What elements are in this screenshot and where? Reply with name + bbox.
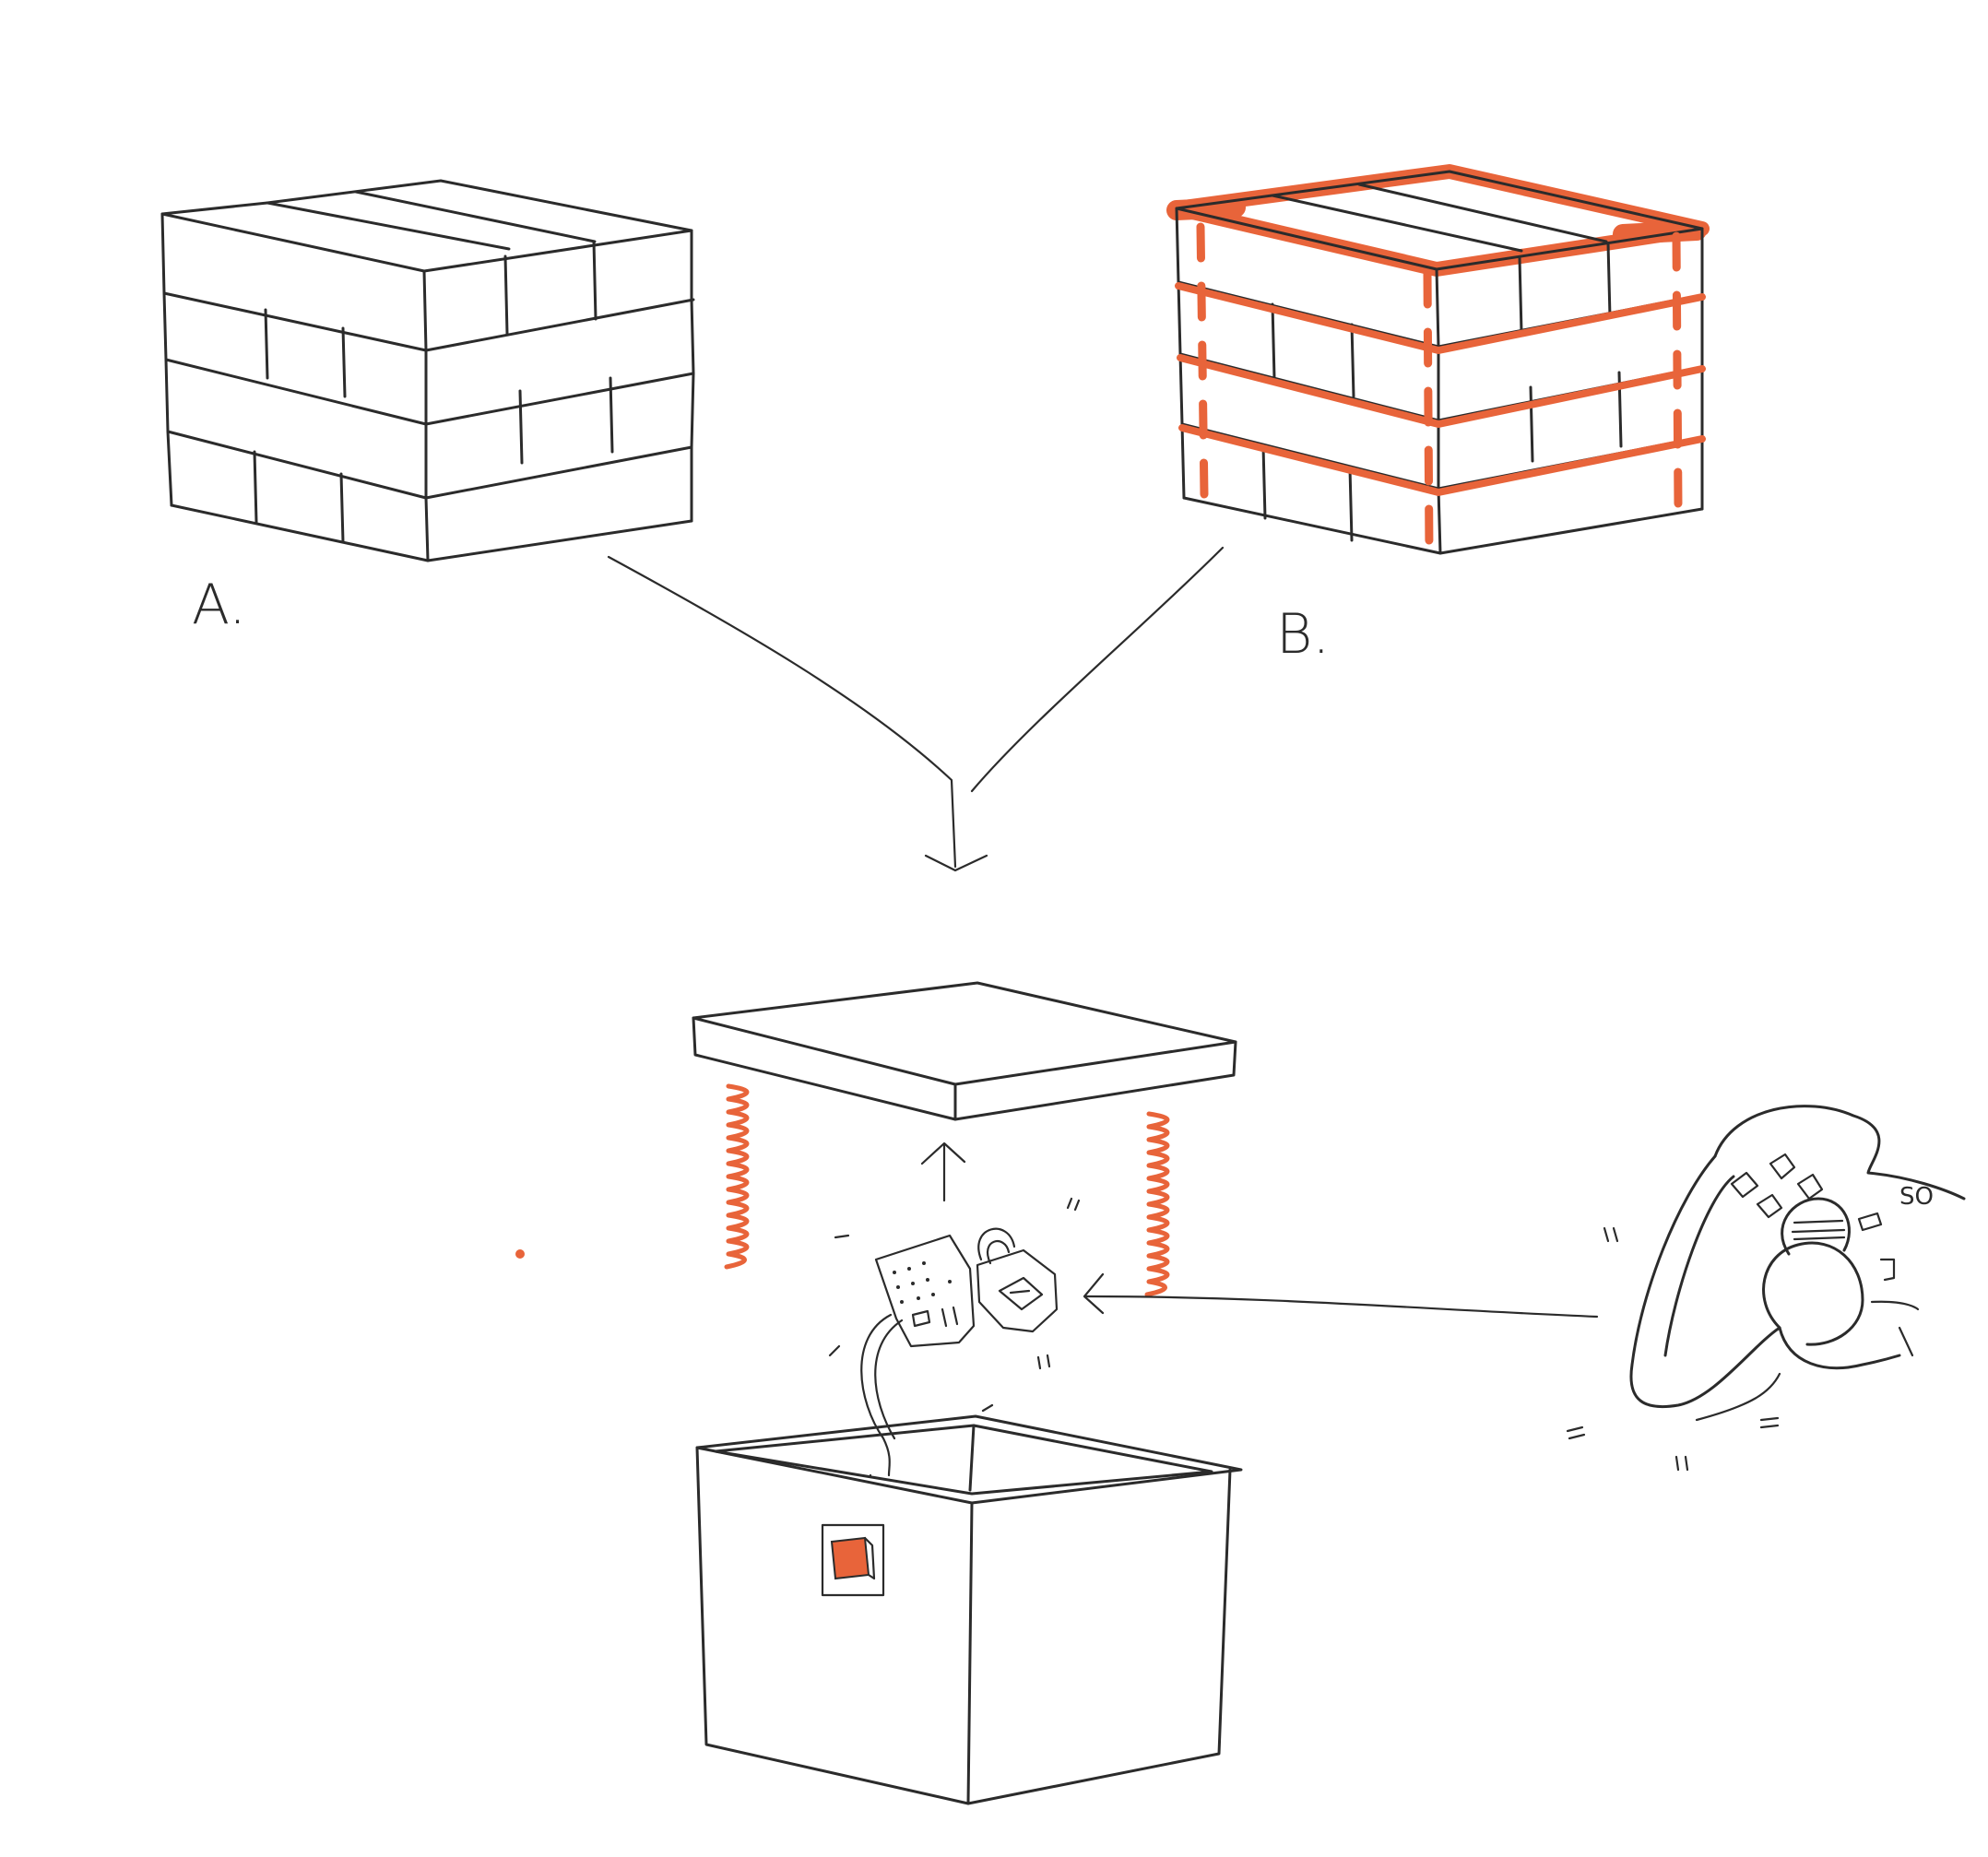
- spring-icon: [724, 1083, 750, 1270]
- label-b: B.: [1276, 602, 1330, 667]
- arrow-down-icon: [607, 546, 1225, 872]
- spring-icon: [1144, 1111, 1170, 1297]
- label-a: A.: [192, 573, 246, 637]
- switch-button[interactable]: [830, 1536, 870, 1580]
- brick-stack-a: [160, 179, 695, 562]
- brick-stack-b: [1166, 164, 1710, 558]
- game-controller-icon: [1566, 1105, 1966, 1472]
- arrow-left-icon: [1083, 1272, 1599, 1319]
- electronics-icon: [828, 1197, 1081, 1477]
- orange-dot: [515, 1249, 525, 1259]
- controller-brand-text: SO: [1899, 1183, 1934, 1211]
- open-box-icon: [695, 1403, 1243, 1805]
- lid-icon: [692, 981, 1237, 1121]
- switch-frame: [821, 1523, 885, 1597]
- arrow-up-icon: [920, 1141, 966, 1202]
